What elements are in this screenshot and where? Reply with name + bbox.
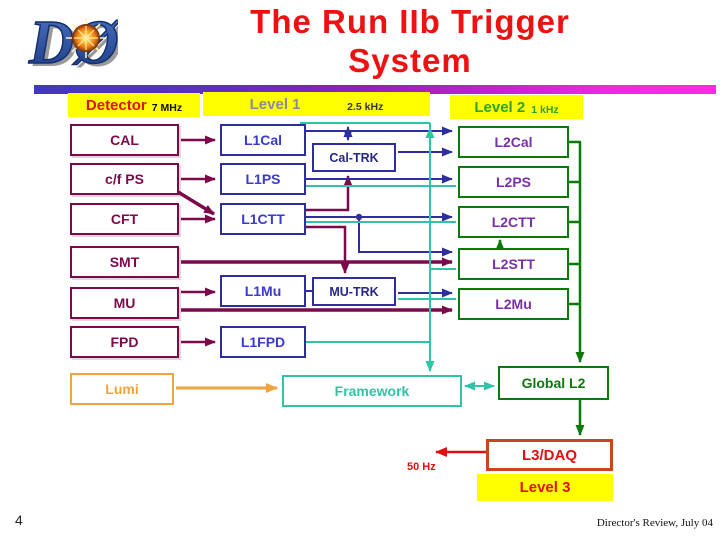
framework-box: Framework xyxy=(282,375,462,407)
l2stt-box: L2STT xyxy=(458,248,569,280)
lumi-box: Lumi xyxy=(70,373,174,405)
l2ctt-box: L2CTT xyxy=(458,206,569,238)
cal-trk-box: Cal-TRK xyxy=(312,143,396,172)
l3-output-rate: 50 Hz xyxy=(407,461,436,473)
l3-daq-box: L3/DAQ xyxy=(486,439,613,471)
detector-box-cal: CAL xyxy=(70,124,179,156)
header-detector: Detector 7 MHz xyxy=(68,93,200,117)
d0-experiment-logo: DØ DØ xyxy=(27,8,118,80)
header-level2: Level 2 1 kHz xyxy=(450,95,583,119)
title-line-1: The Run IIb Trigger xyxy=(250,3,570,40)
detector-box-fpd: FPD xyxy=(70,326,179,358)
detector-box-cft: CFT xyxy=(70,203,179,235)
detector-box-cfps: c/f PS xyxy=(70,163,179,195)
detector-header-label: Detector xyxy=(85,96,147,114)
l2mu-box: L2Mu xyxy=(458,288,569,320)
header-level1: Level 1 2.5 kHz xyxy=(203,92,430,116)
l1ps-box: L1PS xyxy=(220,163,306,195)
l1ctt-box: L1CTT xyxy=(220,203,306,235)
logo-starburst-icon xyxy=(66,18,106,58)
global-l2-box: Global L2 xyxy=(498,366,609,400)
mu-trk-box: MU-TRK xyxy=(312,277,396,306)
footer-text: Director's Review, July 04 xyxy=(596,517,713,529)
l1fpd-box: L1FPD xyxy=(220,326,306,358)
page-number: 4 xyxy=(15,512,23,528)
detector-rate: 7 MHz xyxy=(151,102,183,114)
header-level3: Level 3 xyxy=(477,474,613,501)
l2cal-box: L2Cal xyxy=(458,126,569,158)
level1-header-label: Level 1 xyxy=(249,95,301,113)
l1mu-box: L1Mu xyxy=(220,275,306,307)
slide-title: The Run IIb Trigger System xyxy=(195,2,625,80)
l2ps-box: L2PS xyxy=(458,166,569,198)
detector-box-smt: SMT xyxy=(70,246,179,278)
gradient-divider-bar xyxy=(34,85,716,94)
level1-rate: 2.5 kHz xyxy=(347,101,384,113)
detector-box-mu: MU xyxy=(70,287,179,319)
l1cal-box: L1Cal xyxy=(220,124,306,156)
level2-rate: 1 kHz xyxy=(531,104,559,116)
level2-header-label: Level 2 xyxy=(474,98,526,116)
title-line-2: System xyxy=(348,42,472,79)
